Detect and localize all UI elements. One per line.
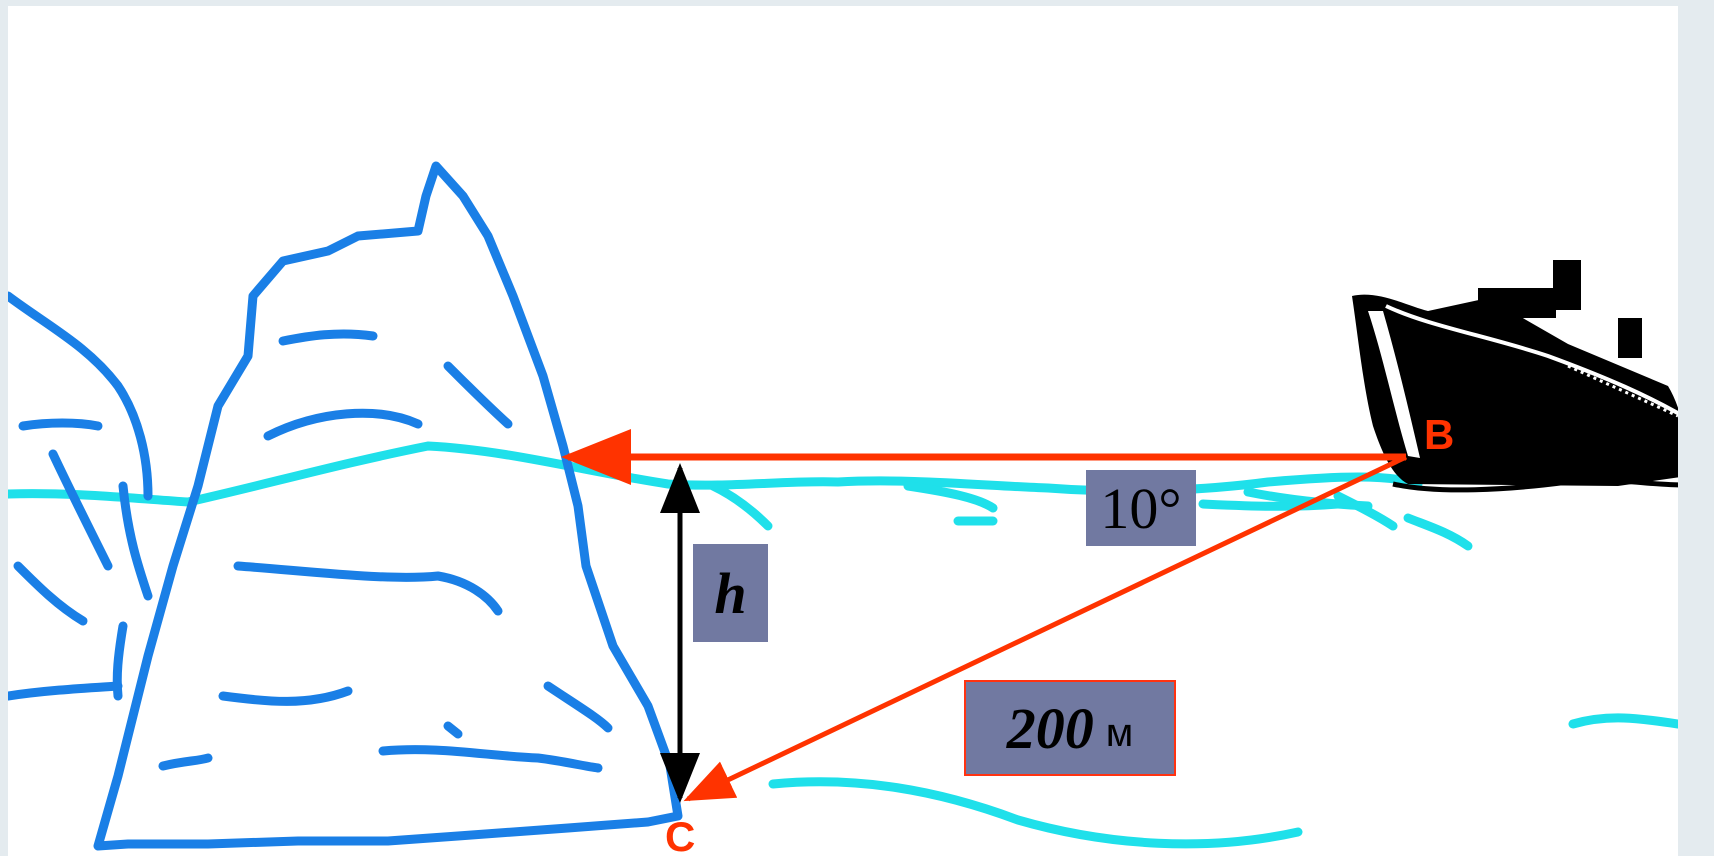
iceberg-line — [18, 418, 103, 431]
iceberg-line — [118, 481, 153, 601]
wave-crest — [1333, 491, 1398, 531]
iceberg-line — [112, 621, 128, 701]
iceberg-line — [48, 449, 113, 571]
iceberg-line — [8, 681, 123, 701]
ship-windows — [1567, 364, 1678, 418]
iceberg-line — [443, 361, 513, 429]
wave-crest — [1403, 513, 1473, 551]
point-b-label: B — [1424, 411, 1455, 458]
water-waves — [8, 441, 1678, 849]
iceberg-line — [158, 753, 213, 771]
ship-deck-stripe — [1385, 304, 1678, 416]
wave-crest — [708, 481, 773, 531]
diagram-canvas: 10° h 200 м B C — [8, 6, 1678, 856]
ship-funnel — [1618, 318, 1642, 358]
distance-label: 200 м — [964, 680, 1176, 776]
iceberg-line — [278, 329, 378, 346]
wave-crest — [1568, 713, 1678, 729]
wave-crest — [903, 481, 998, 513]
ship-icon — [1352, 260, 1678, 493]
iceberg-line — [378, 745, 603, 773]
distance-unit: м — [1105, 710, 1134, 755]
angle-label: 10° — [1086, 470, 1196, 546]
height-label: h — [693, 544, 768, 642]
iceberg-line — [543, 681, 613, 733]
iceberg-line — [233, 561, 503, 616]
iceberg-line — [443, 721, 463, 739]
ship-bow-stripe — [1368, 311, 1420, 458]
wave-crest — [768, 777, 1303, 849]
iceberg-line — [218, 686, 353, 706]
ship-wake — [1392, 477, 1678, 493]
point-c-label: C — [665, 813, 696, 856]
iceberg-line — [8, 291, 153, 501]
ship-funnel — [1553, 260, 1581, 310]
iceberg-outline — [93, 161, 683, 851]
iceberg-icon — [8, 161, 683, 851]
ship-hull — [1352, 294, 1678, 486]
iceberg-line — [13, 561, 88, 626]
slant-ray — [683, 454, 1408, 802]
waterline — [8, 441, 1423, 507]
ship-superstructure — [1478, 288, 1556, 318]
diagram-svg — [8, 161, 1678, 851]
iceberg-line — [263, 408, 423, 441]
distance-value: 200 — [1006, 695, 1094, 761]
